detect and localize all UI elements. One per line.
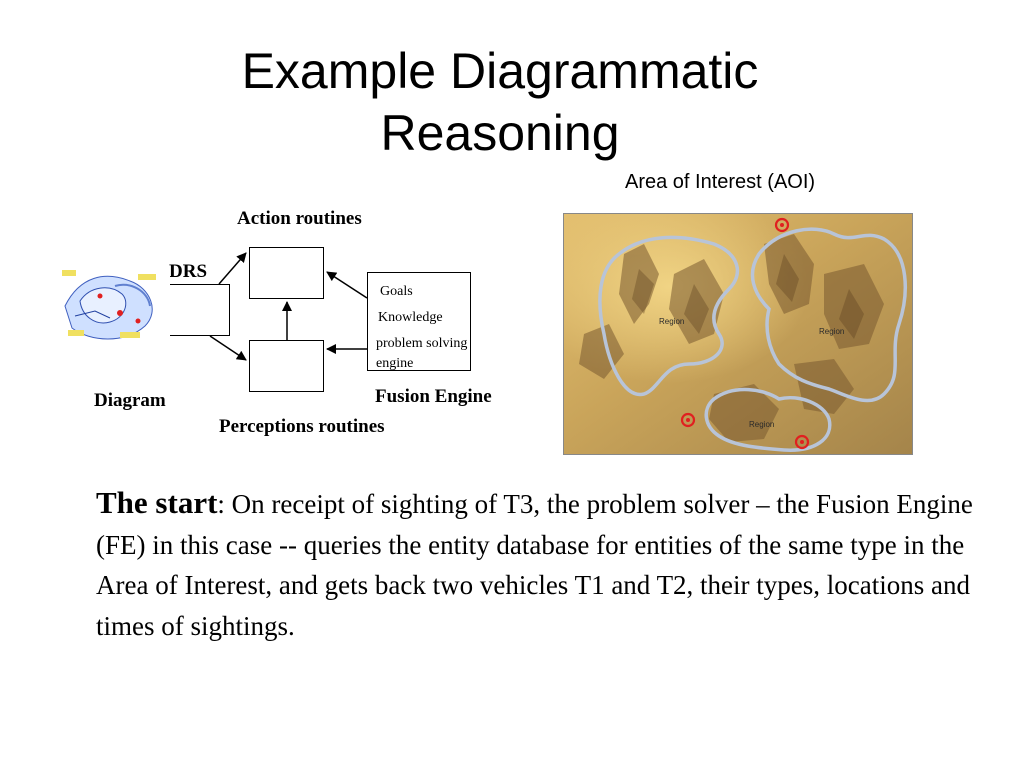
perceptions-routines-label: Perceptions routines — [219, 416, 385, 437]
fusion-engine-box — [367, 272, 471, 371]
problem-solving-item-line-1: problem solving — [376, 336, 468, 351]
arrow-fusion-to-action — [326, 271, 368, 299]
goals-item: Goals — [380, 284, 413, 299]
fusion-engine-label: Fusion Engine — [375, 386, 492, 407]
action-routines-box — [249, 247, 324, 299]
aoi-lower-region-outline — [704, 387, 832, 452]
body-paragraph: The start: On receipt of sighting of T3,… — [96, 483, 976, 646]
body-lead: The start — [96, 485, 218, 520]
aoi-terrain-map: Region Region Region — [563, 213, 913, 455]
body-colon: : — [217, 489, 225, 519]
region-label-lower: Region — [749, 420, 774, 429]
problem-solving-item-line-2: engine — [376, 356, 414, 371]
arrow-drs-to-perception — [209, 335, 247, 361]
aoi-right-region-outline — [750, 227, 907, 403]
title-line-2: Reasoning — [380, 105, 620, 161]
diagram-label: Diagram — [94, 390, 166, 411]
body-text: On receipt of sighting of T3, the proble… — [96, 489, 973, 641]
sighting-marker-top — [774, 217, 790, 233]
drs-label: DRS — [169, 261, 208, 282]
arrow-drs-to-action — [218, 252, 247, 285]
aoi-caption: Area of Interest (AOI) — [625, 171, 816, 193]
aoi-left-region-outline — [598, 235, 740, 397]
slide-title: Example Diagrammatic Reasoning — [0, 40, 1000, 164]
perceptions-routines-box — [249, 340, 324, 392]
knowledge-item: Knowledge — [378, 310, 443, 325]
sighting-marker-bottom — [794, 434, 810, 450]
region-label-right: Region — [819, 327, 844, 336]
title-line-1: Example Diagrammatic — [241, 43, 759, 99]
sighting-marker-left — [680, 412, 696, 428]
terrain-map-graphic: Region Region Region — [564, 214, 912, 454]
diagram-thumbnail — [60, 266, 170, 346]
action-routines-label: Action routines — [237, 208, 362, 229]
region-label-left: Region — [659, 317, 684, 326]
